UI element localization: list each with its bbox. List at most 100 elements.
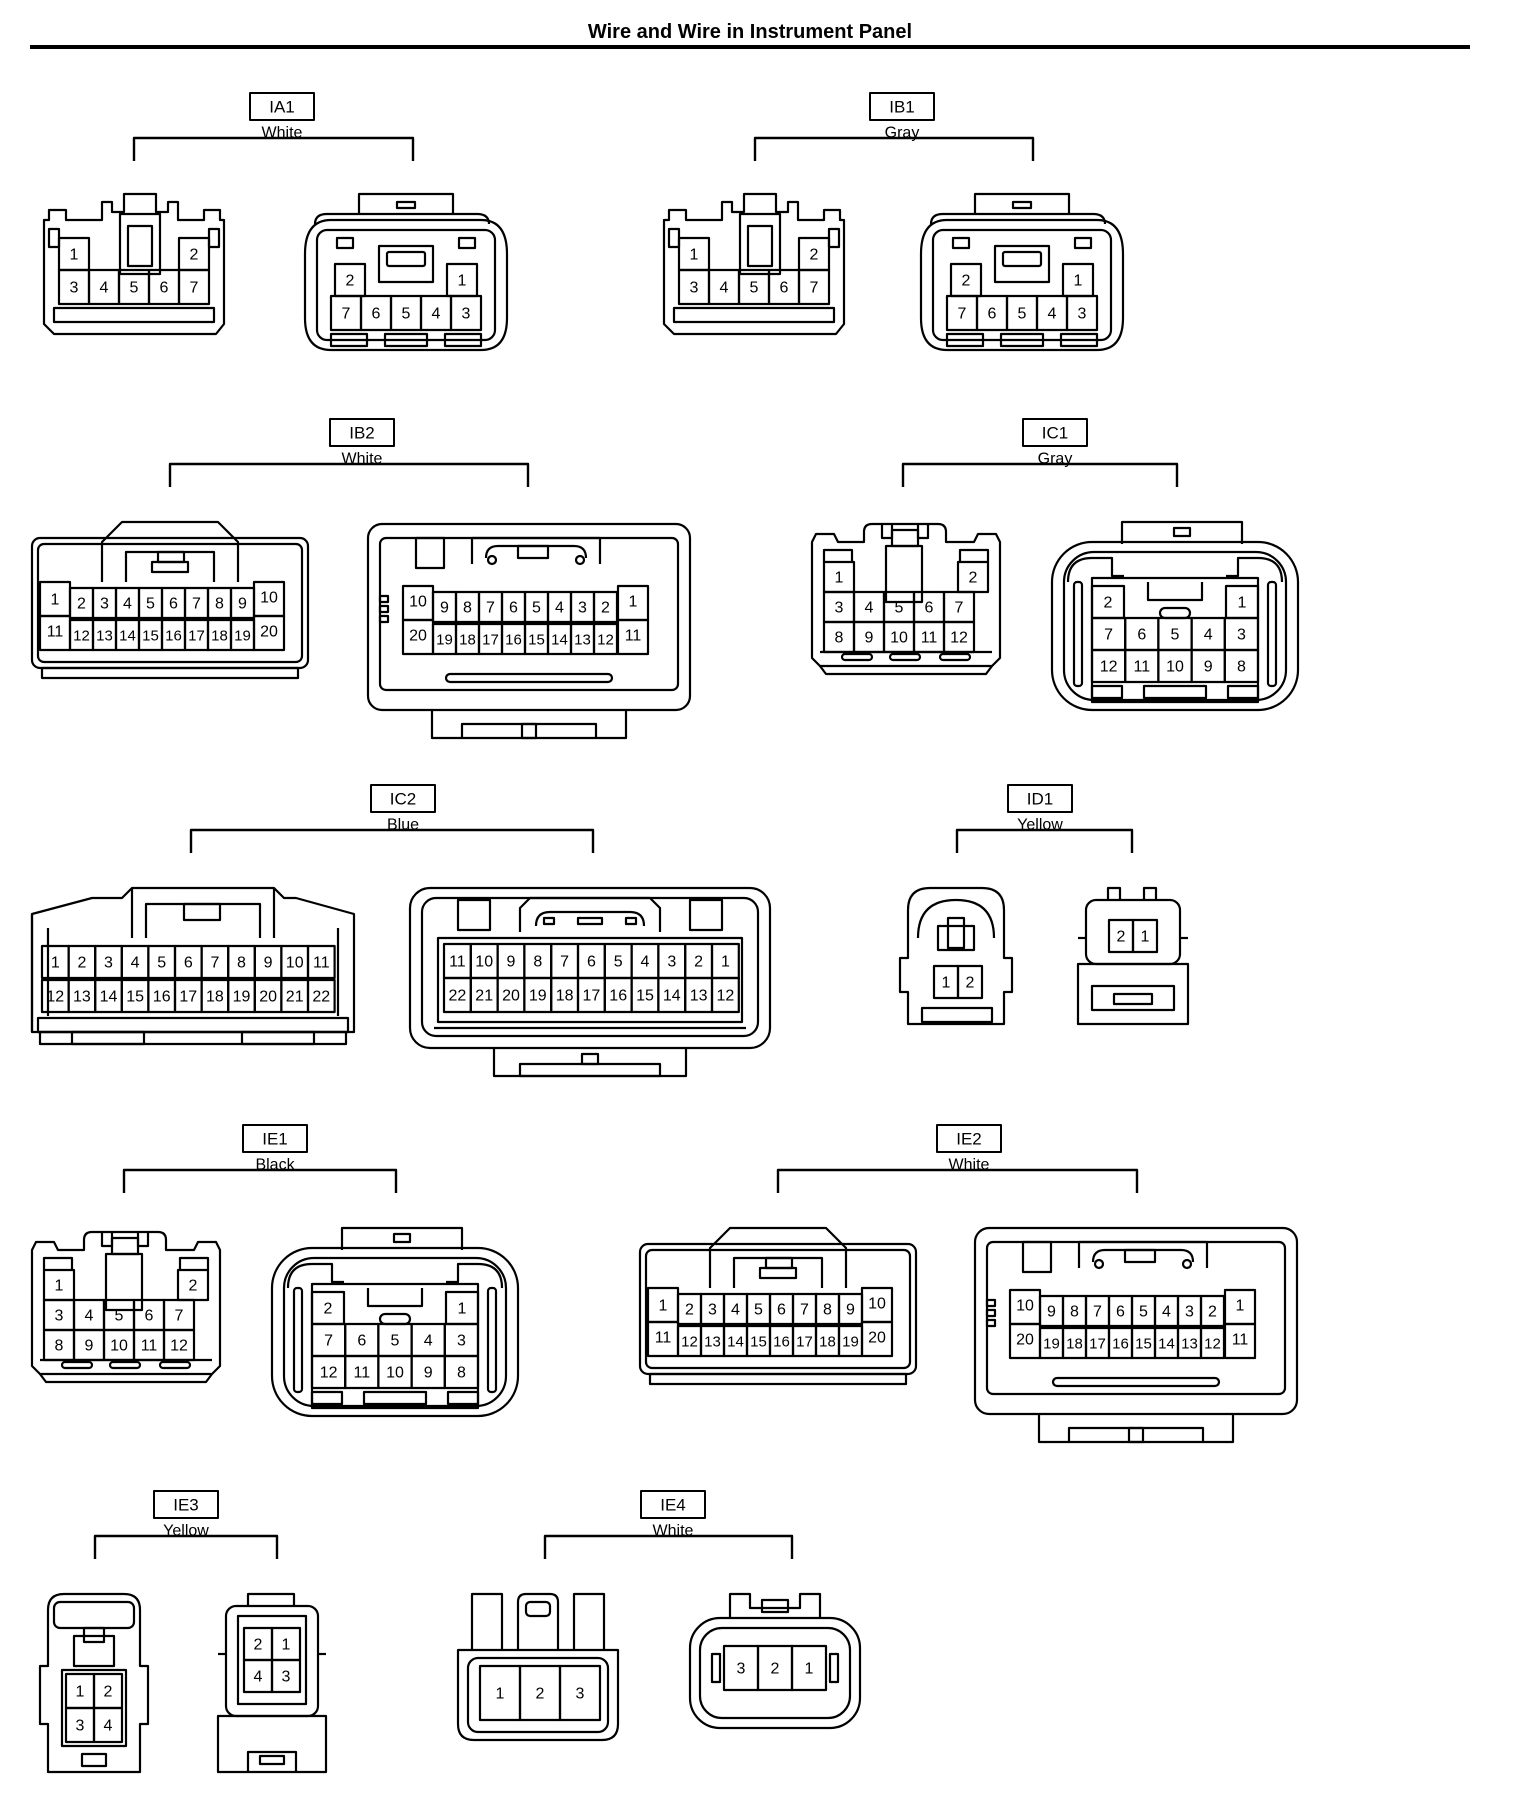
housing-shape [732,1256,824,1288]
latch-marker [516,544,550,560]
pin-cell [790,1644,828,1692]
housing-shape [572,1592,606,1650]
key-slot [456,898,492,932]
pin-number: 8 [1070,1304,1079,1321]
lock-tab [946,916,966,950]
lock-window-inner [1001,250,1043,268]
side-rail [292,1286,304,1394]
pin-number: 4 [432,306,441,323]
pin-number: 18 [459,632,476,649]
pin-number: 4 [424,1333,433,1350]
housing-shape [516,1592,560,1650]
pin-number: 14 [663,988,681,1005]
housing-ledge [36,1016,350,1034]
latch-marker [1123,1248,1157,1264]
connector-id: IA1 [269,98,295,117]
pin-number: 5 [754,1302,763,1319]
housing-ledge [52,306,216,324]
pin-number: 17 [179,989,197,1006]
housing-shape [1067,1426,1205,1442]
pin-number: 4 [731,1302,740,1319]
pin-number: 1 [55,1278,64,1295]
housing-shape [919,218,1125,352]
peg [574,554,586,566]
pin-number: 1 [1141,929,1150,946]
pin-number: 17 [188,628,205,645]
pin-number: 16 [165,628,182,645]
lock-window-inner [385,250,427,268]
pin-number: 1 [942,975,951,992]
peg [1093,1258,1105,1270]
pin-cell [252,614,286,652]
connector-label-box [1007,784,1073,813]
pin-cell [270,1658,302,1694]
pin-number: 3 [462,306,471,323]
latch-marker [758,1266,798,1280]
pin-number: 8 [835,630,844,647]
base-slot [1090,984,1176,1012]
inner-body [698,1626,852,1720]
pin-number: 5 [402,306,411,323]
housing-shape [819,665,993,676]
pin-number: 2 [536,1686,545,1703]
housing-shape [880,524,894,540]
connector-id: IE1 [262,1130,288,1149]
slot-bar [888,652,922,662]
connector-label-box [1022,418,1088,447]
pin-number: 5 [146,596,155,613]
pin-number: 11 [921,630,938,647]
pin-number: 15 [142,628,159,645]
pin-number: 13 [704,1334,721,1351]
rib [985,1308,997,1318]
pin-number: 1 [805,1661,814,1678]
pin-number: 20 [409,628,427,645]
pin-number: 2 [771,1661,780,1678]
pin-number: 9 [85,1338,94,1355]
pin-number: 18 [211,628,228,645]
pin-number: 17 [482,632,499,649]
connector-label-box [242,1124,308,1153]
foot [1142,684,1208,700]
pin-number: 2 [685,1302,694,1319]
pin-cell [449,294,483,332]
lock-window [1158,606,1192,620]
pin-number: 11 [313,955,330,972]
pin-number: 20 [1016,1332,1034,1349]
pin-number: 3 [737,1661,746,1678]
pin-number: 8 [823,1302,832,1319]
base-rail [38,1030,348,1046]
foot [443,332,483,348]
pin-number: 4 [254,1669,263,1686]
pin-cell [710,976,740,1014]
pin-number: 14 [551,632,568,649]
slot-bar [840,652,874,662]
housing-shape [898,886,1014,1026]
side-latch [207,227,221,249]
pin-number: 4 [85,1308,94,1325]
housing-shape [1142,886,1158,900]
lock-window [993,244,1051,284]
pin-number: 1 [1238,595,1247,612]
pin-block [60,1668,128,1748]
pin-number: 6 [1116,1304,1125,1321]
connector-id: IE3 [173,1496,199,1515]
lock-tab [104,1252,144,1312]
pin-number: 12 [73,628,90,645]
pin-number: 2 [189,1278,198,1295]
pin-number: 7 [324,1333,333,1350]
pin-number: 3 [457,1333,466,1350]
pin-cell [956,964,984,1000]
outer-body [688,1616,862,1730]
pin-number: 18 [556,988,574,1005]
latch-marker [890,528,920,548]
pin-number: 5 [614,954,623,971]
pin-number: 2 [346,273,355,290]
